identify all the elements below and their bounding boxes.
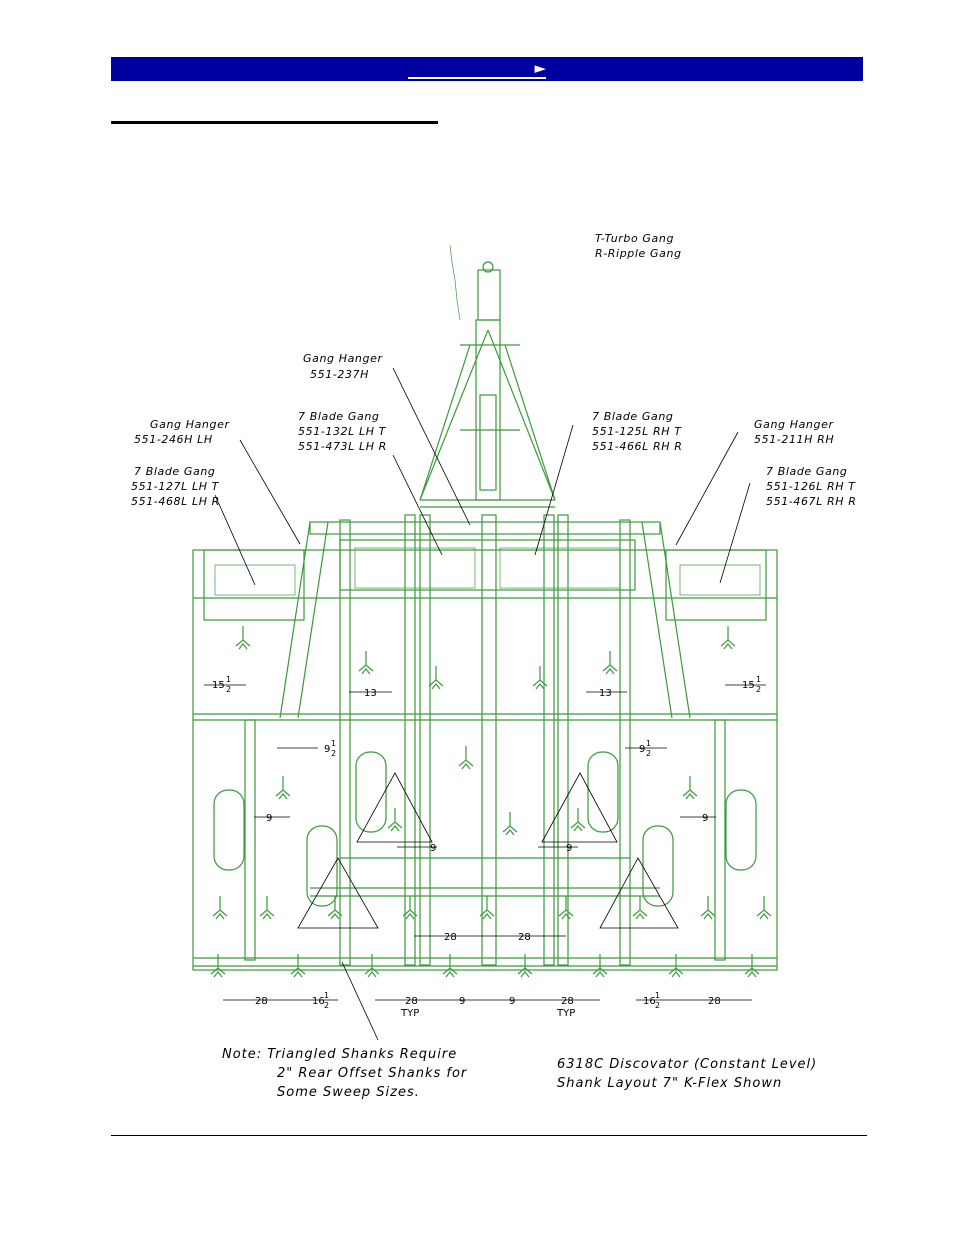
dim-28-d: 28 <box>405 996 418 1007</box>
shank-sweep <box>700 896 716 920</box>
dim-9-a: 9 <box>266 813 272 824</box>
shank-sweep <box>327 896 343 920</box>
callout-gang-inner-lh-l1: 7 Blade Gang <box>298 410 380 423</box>
dim-28-c: 28 <box>255 996 268 1007</box>
note-line-1: Note: Triangled Shanks Require <box>222 1047 457 1062</box>
dim-13-right: 13 <box>599 688 612 699</box>
dim-15-left: 15 <box>212 680 225 691</box>
shank-sweep <box>632 896 648 920</box>
callout-gang-inner-lh-l2: 551-132L LH T <box>298 425 387 438</box>
dim-28-b: 28 <box>518 932 531 943</box>
legend-turbo: T-Turbo Gang <box>595 232 674 245</box>
dim-frac-den-r: 2 <box>756 685 761 694</box>
caption-line-2: Shank Layout 7" K-Flex Shown <box>557 1076 782 1091</box>
dim-frac-num-4: 1 <box>324 991 329 1000</box>
machine-frame <box>192 244 778 971</box>
dimension-lines <box>204 684 766 1001</box>
callout-gang-inner-lh-l3: 551-473L LH R <box>298 440 387 453</box>
dim-9-half-left: 9 <box>324 744 330 755</box>
dim-typ-a: TYP <box>400 1008 419 1019</box>
next-arrow-icon: ► <box>534 59 546 77</box>
dim-9-c: 9 <box>430 843 436 854</box>
caption-line-1: 6318C Discovator (Constant Level) <box>557 1057 817 1072</box>
triangled-shanks <box>297 772 679 929</box>
dim-frac-num-5: 1 <box>655 991 660 1000</box>
dim-9-half-right: 9 <box>639 744 645 755</box>
shank-sweep <box>358 651 374 675</box>
shank-sweep <box>682 776 698 800</box>
dim-frac-den-2: 2 <box>331 749 336 758</box>
dim-frac-num-2: 1 <box>331 739 336 748</box>
callout-gang-hanger-rh-l2: 551-211H RH <box>754 433 834 446</box>
dim-frac-num: 1 <box>226 675 231 684</box>
callout-gang-outer-lh-l3: 551-468L LH R <box>131 495 220 508</box>
shank-sweep <box>720 626 736 650</box>
dim-frac-den-5: 2 <box>655 1001 660 1010</box>
shank-sweep <box>479 896 495 920</box>
shank-sweep <box>502 812 518 836</box>
shank-sweep <box>259 896 275 920</box>
dim-28-a: 28 <box>444 932 457 943</box>
shank-sweep <box>364 954 380 978</box>
legend-ripple: R-Ripple Gang <box>595 247 682 260</box>
dim-16-right: 16 <box>643 996 656 1007</box>
shank-sweep <box>558 896 574 920</box>
shank-sweep <box>602 651 618 675</box>
shank-sweep <box>532 666 548 690</box>
callout-gang-hanger-center-l1: Gang Hanger <box>303 352 383 365</box>
callout-gang-inner-rh-l3: 551-466L RH R <box>592 440 682 453</box>
dim-typ-b: TYP <box>556 1008 575 1019</box>
shank-sweep <box>275 776 291 800</box>
callout-gang-hanger-center-l2: 551-237H <box>310 368 369 381</box>
shank-sweep <box>387 808 403 832</box>
dim-frac-num-r: 1 <box>756 675 761 684</box>
dim-16-left: 16 <box>312 996 325 1007</box>
shank-sweep <box>212 896 228 920</box>
shank-sweep <box>290 954 306 978</box>
dim-13-left: 13 <box>364 688 377 699</box>
dim-9-d: 9 <box>566 843 572 854</box>
callout-gang-hanger-rh-l1: Gang Hanger <box>754 418 834 431</box>
dim-frac-num-3: 1 <box>646 739 651 748</box>
dim-9-b: 9 <box>702 813 708 824</box>
callout-gang-outer-lh-l1: 7 Blade Gang <box>134 465 216 478</box>
dim-9-e: 9 <box>459 996 465 1007</box>
callout-gang-outer-rh-l3: 551-467L RH R <box>766 495 856 508</box>
shank-sweep <box>570 808 586 832</box>
note-line-2: 2" Rear Offset Shanks for <box>277 1066 468 1081</box>
shank-sweep <box>744 954 760 978</box>
section-title-underline <box>111 121 438 124</box>
dim-frac-den-3: 2 <box>646 749 651 758</box>
callout-gang-hanger-lh-l2: 551-246H LH <box>134 433 213 446</box>
shank-sweep <box>517 954 533 978</box>
shank-sweep <box>458 746 474 770</box>
dim-28-e: 28 <box>561 996 574 1007</box>
callout-gang-outer-rh-l2: 551-126L RH T <box>766 480 856 493</box>
shank-sweep <box>442 954 458 978</box>
footer-rule <box>111 1135 867 1136</box>
shank-sweep <box>592 954 608 978</box>
shank-sweep <box>235 626 251 650</box>
header-nav-link[interactable]: ► <box>408 59 546 79</box>
callout-gang-inner-rh-l1: 7 Blade Gang <box>592 410 674 423</box>
shank-sweep <box>402 896 418 920</box>
note-line-3: Some Sweep Sizes. <box>277 1085 420 1100</box>
shank-sweep <box>428 666 444 690</box>
callout-gang-outer-rh-l1: 7 Blade Gang <box>766 465 848 478</box>
shank-sweep <box>756 896 772 920</box>
callout-gang-hanger-lh-l1: Gang Hanger <box>150 418 230 431</box>
callout-gang-outer-lh-l2: 551-127L LH T <box>131 480 220 493</box>
dim-28-f: 28 <box>708 996 721 1007</box>
shank-group <box>210 626 772 978</box>
leader-lines <box>214 367 751 1041</box>
dim-frac-den-4: 2 <box>324 1001 329 1010</box>
shank-sweep <box>668 954 684 978</box>
dim-frac-den: 2 <box>226 685 231 694</box>
dim-9-f: 9 <box>509 996 515 1007</box>
shank-sweep <box>210 954 226 978</box>
dim-15-right: 15 <box>742 680 755 691</box>
callout-gang-inner-rh-l2: 551-125L RH T <box>592 425 682 438</box>
